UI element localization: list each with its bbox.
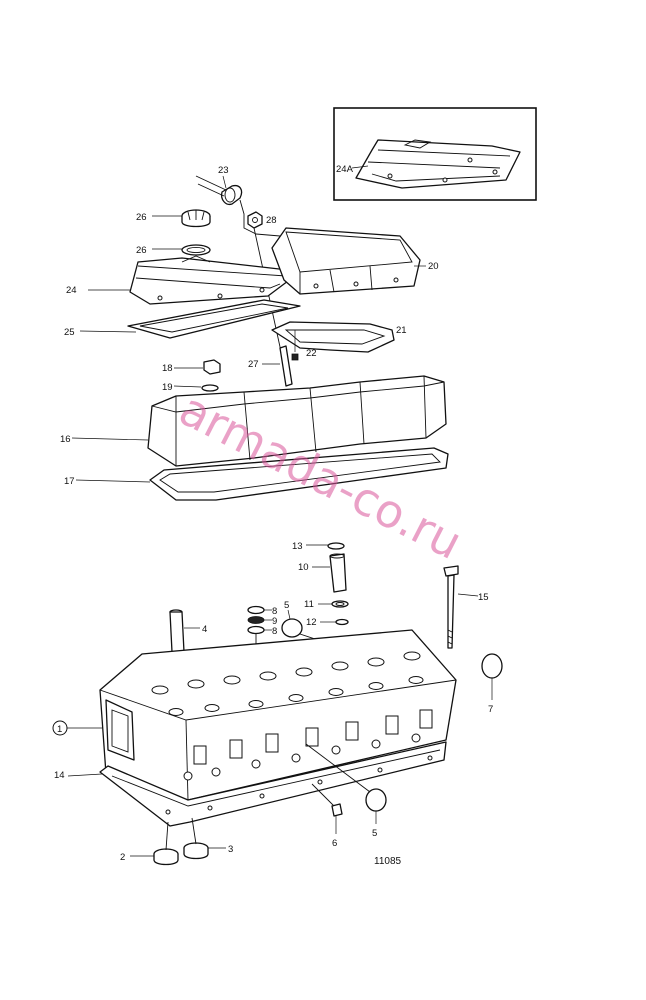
label-7: 7 [488, 704, 493, 715]
gasket-17 [75, 447, 449, 501]
label-19: 19 [162, 382, 173, 393]
label-15: 15 [478, 592, 489, 603]
rocker-cover-16 [71, 375, 447, 467]
label-25: 25 [64, 327, 75, 338]
label-11: 11 [304, 599, 314, 610]
plug-5-lower [305, 743, 387, 834]
label-24: 24 [66, 285, 77, 296]
gasket-25 [79, 299, 301, 339]
head-gasket-14 [67, 741, 447, 827]
label-14: 14 [54, 770, 65, 781]
label-5: 5 [372, 828, 377, 839]
label-24a: 24A [336, 164, 354, 175]
figure-number: 11085 [374, 856, 402, 867]
oil-filler-cap-26 [152, 209, 211, 256]
cylinder-head-1 [66, 629, 457, 801]
label-16: 16 [60, 434, 71, 445]
valve-cover-20 [271, 227, 426, 295]
nut-18 [173, 359, 221, 392]
label-27: 27 [248, 359, 259, 370]
label-26: 26 [136, 245, 147, 256]
label-18: 18 [162, 363, 173, 374]
label-8: 8 [272, 606, 277, 617]
sleeve-4 [169, 609, 200, 653]
label-13: 13 [292, 541, 303, 552]
label-8: 8 [272, 626, 277, 637]
label-1: 1 [57, 724, 62, 735]
label-20: 20 [428, 261, 439, 272]
rings-2-3 [130, 817, 226, 866]
label-26: 26 [136, 212, 147, 223]
label-6: 6 [332, 838, 337, 849]
breather-hose-23 [195, 175, 281, 237]
label-23: 23 [218, 165, 229, 176]
valve-parts-10-13 [306, 542, 349, 626]
label-9: 9 [272, 616, 277, 627]
bolt-15 [443, 565, 479, 649]
label-17: 17 [64, 476, 75, 487]
inset-24a [333, 107, 537, 201]
label-28: 28 [266, 215, 277, 226]
label-12: 12 [306, 617, 317, 628]
label-5: 5 [284, 600, 289, 611]
label-10: 10 [298, 562, 309, 573]
label-21: 21 [396, 325, 407, 336]
label-22: 22 [306, 348, 317, 359]
plug-7 [481, 653, 503, 700]
pipe-27 [262, 345, 293, 387]
label-3: 3 [228, 844, 233, 855]
part-labels: 23 26 28 26 24 20 25 21 22 27 18 19 16 1… [52, 164, 493, 863]
gasket-21 [271, 321, 395, 361]
label-1-circle [52, 720, 68, 736]
label-4: 4 [202, 624, 207, 635]
label-2: 2 [120, 852, 125, 863]
